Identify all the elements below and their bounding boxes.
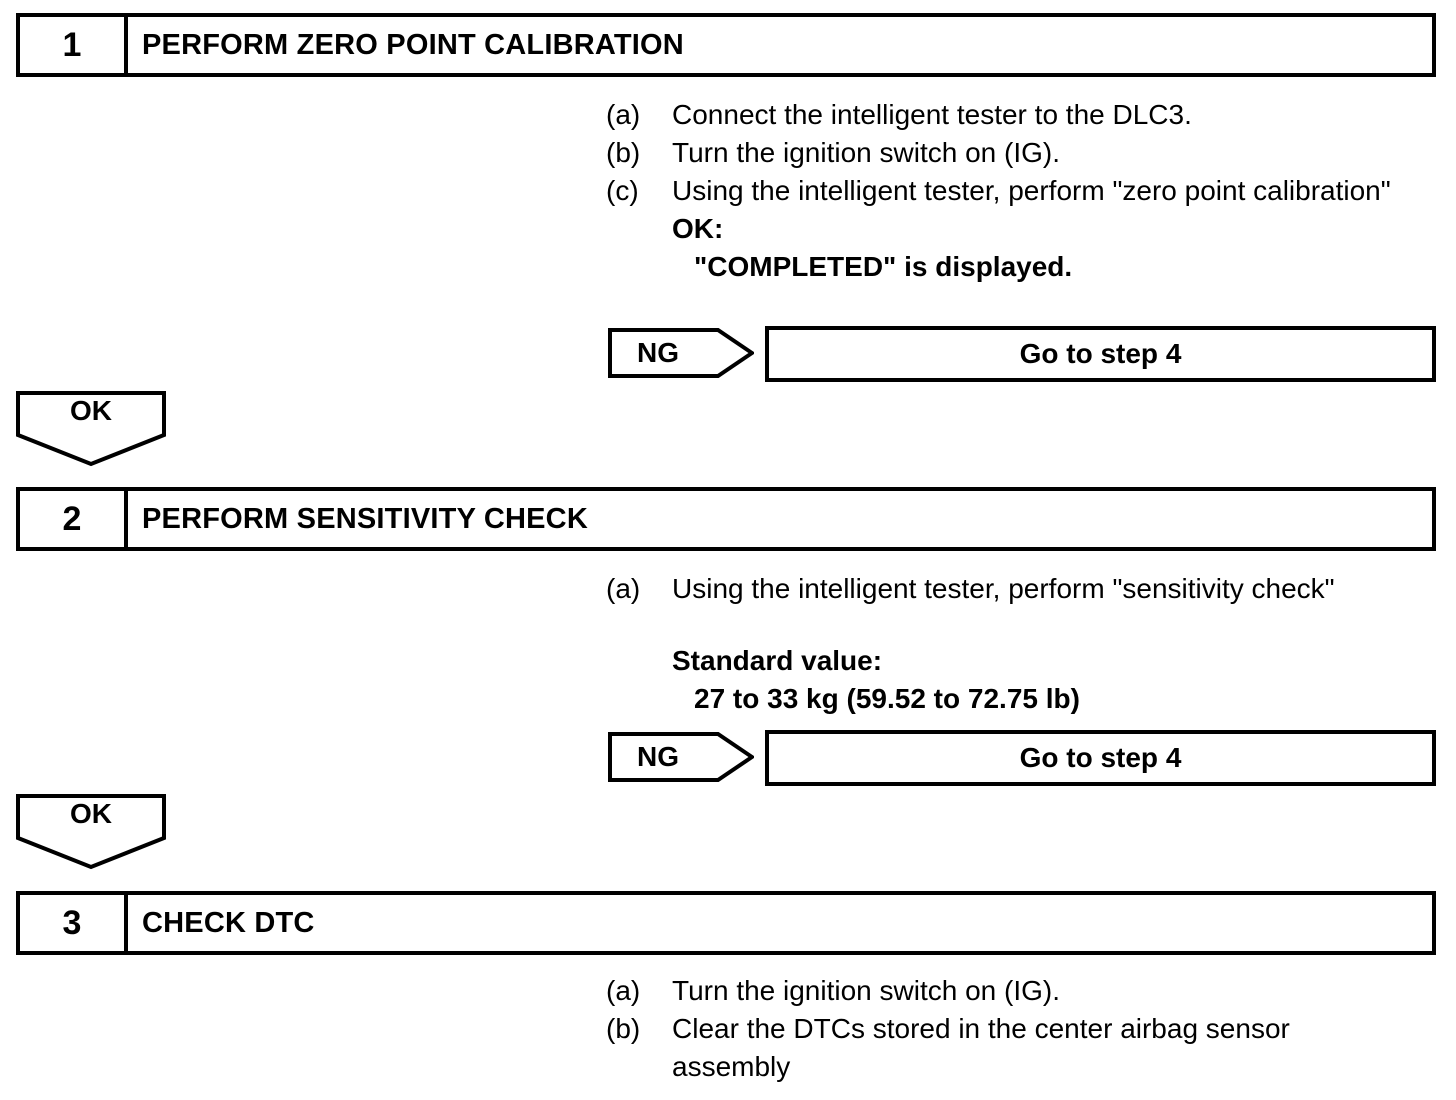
- ng-arrow-1: NG: [608, 328, 754, 378]
- step-title-2: PERFORM SENSITIVITY CHECK: [142, 502, 588, 535]
- instruction-item: (b) Clear the DTCs stored in the center …: [606, 1010, 1366, 1086]
- step-2-instructions: (a) Using the intelligent tester, perfor…: [606, 570, 1436, 718]
- ok-arrow-label-1: OK: [70, 395, 112, 426]
- instruction-text: Using the intelligent tester, perform "z…: [672, 175, 1391, 206]
- step-number-3: 3: [20, 895, 128, 951]
- instruction-label: (b): [606, 1013, 641, 1044]
- goto-box-1[interactable]: Go to step 4: [765, 326, 1436, 382]
- result-value-2: 27 to 33 kg (59.52 to 72.75 lb): [694, 683, 1080, 714]
- instruction-text: Using the intelligent tester, perform "s…: [672, 573, 1335, 604]
- step-1-instructions: (a) Connect the intelligent tester to th…: [606, 96, 1426, 286]
- instruction-label: (b): [606, 137, 641, 168]
- ok-arrow-1: OK: [16, 391, 166, 467]
- result-label-2: Standard value:: [672, 645, 883, 676]
- step-title-3: CHECK DTC: [142, 906, 315, 939]
- step-number-2: 2: [20, 491, 128, 547]
- step-title-1: PERFORM ZERO POINT CALIBRATION: [142, 28, 684, 61]
- goto-box-2[interactable]: Go to step 4: [765, 730, 1436, 786]
- instruction-item: (a) Turn the ignition switch on (IG).: [606, 972, 1366, 1010]
- instruction-text: Turn the ignition switch on (IG).: [672, 975, 1061, 1006]
- spacer: [606, 608, 1436, 642]
- ng-arrow-2: NG: [608, 732, 754, 782]
- instruction-item: (c) Using the intelligent tester, perfor…: [606, 172, 1426, 210]
- step-header-2: 2 PERFORM SENSITIVITY CHECK: [16, 487, 1436, 551]
- step-3-instructions: (a) Turn the ignition switch on (IG). (b…: [606, 972, 1366, 1086]
- step-header-3: 3 CHECK DTC: [16, 891, 1436, 955]
- instruction-text: Clear the DTCs stored in the center airb…: [672, 1013, 1290, 1082]
- step-header-1: 1 PERFORM ZERO POINT CALIBRATION: [16, 13, 1436, 77]
- instruction-label: (a): [606, 99, 641, 130]
- ok-arrow-shape-icon: [16, 391, 166, 467]
- instruction-label: (a): [606, 975, 641, 1006]
- ng-arrow-shape-icon: [608, 328, 754, 378]
- instruction-label: (a): [606, 573, 641, 604]
- ok-arrow-shape-icon: [16, 794, 166, 870]
- ng-arrow-label-1: NG: [637, 337, 679, 368]
- instruction-item: (a) Using the intelligent tester, perfor…: [606, 570, 1436, 608]
- instruction-text: Turn the ignition switch on (IG).: [672, 137, 1061, 168]
- instruction-label: (c): [606, 175, 639, 206]
- ng-arrow-label-2: NG: [637, 741, 679, 772]
- ok-arrow-label-2: OK: [70, 798, 112, 829]
- step-number-1: 1: [20, 17, 128, 73]
- ok-arrow-2: OK: [16, 794, 166, 870]
- ng-arrow-shape-icon: [608, 732, 754, 782]
- instruction-item: (a) Connect the intelligent tester to th…: [606, 96, 1426, 134]
- instruction-text: Connect the intelligent tester to the DL…: [672, 99, 1192, 130]
- result-label-1: OK:: [672, 213, 724, 244]
- instruction-item: (b) Turn the ignition switch on (IG).: [606, 134, 1426, 172]
- result-value-1: "COMPLETED" is displayed.: [694, 251, 1073, 282]
